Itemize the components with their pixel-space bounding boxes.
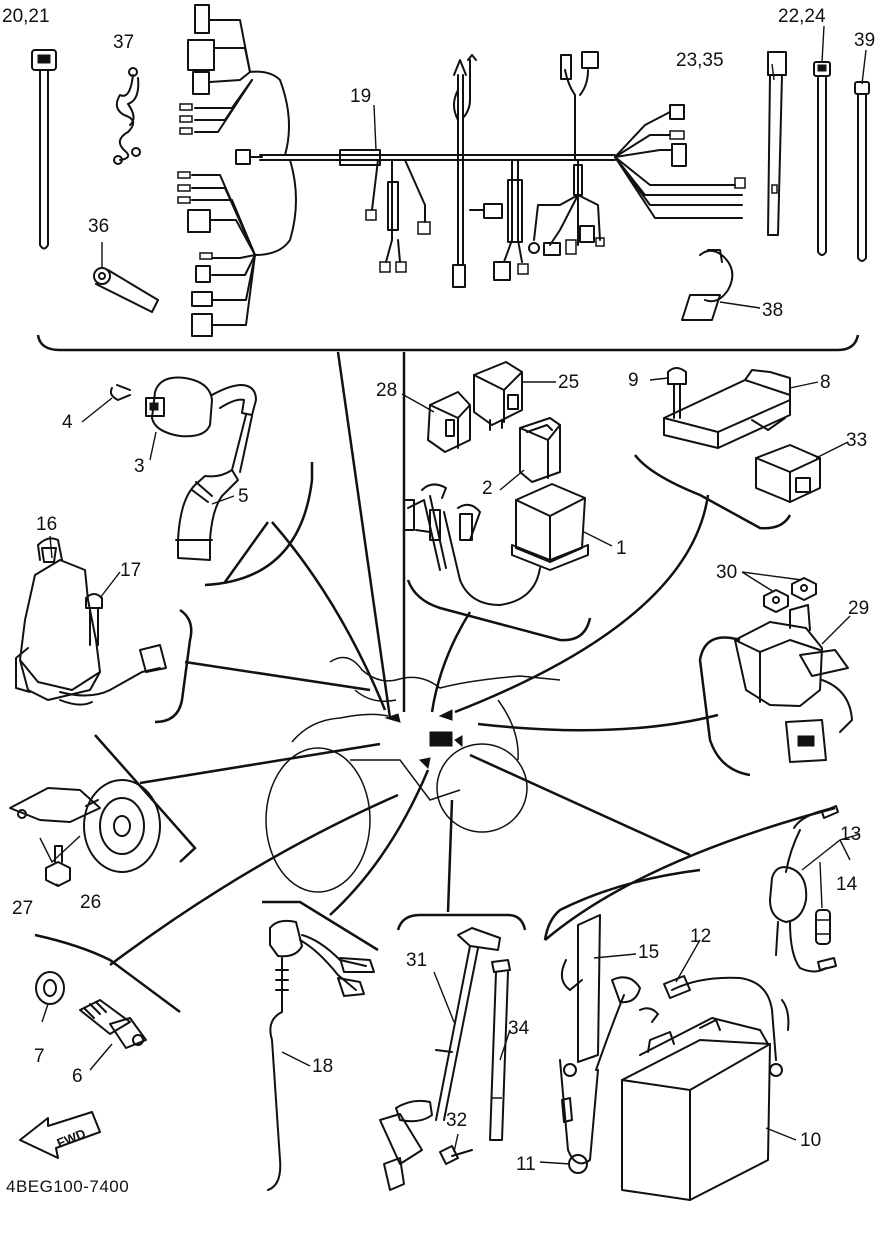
callout-19: 19 <box>350 86 371 107</box>
nuts-30 <box>763 577 817 613</box>
screw-32 <box>439 1145 473 1165</box>
callout-12: 12 <box>690 926 711 947</box>
callout-32: 32 <box>446 1110 467 1131</box>
callout-4: 4 <box>62 412 73 433</box>
top-panel <box>31 4 870 352</box>
callout-7: 7 <box>34 1046 45 1067</box>
cable-tie-20-21 <box>31 49 57 250</box>
fwd-arrow: FWD <box>19 1111 101 1159</box>
diagram-code: 4BEG100-7400 <box>6 1177 129 1196</box>
connector-2 <box>519 417 561 483</box>
wire-clamp-37 <box>113 67 141 165</box>
neutral-switch-6 <box>79 999 147 1049</box>
lead-lines <box>34 351 836 1014</box>
horn-26 <box>9 779 161 873</box>
battery-10 <box>621 1017 771 1201</box>
control-unit-1 <box>403 483 589 606</box>
callout-38: 38 <box>762 300 783 321</box>
fwd-label: FWD <box>55 1126 88 1151</box>
callout-8: 8 <box>820 372 831 393</box>
callout-6: 6 <box>72 1066 83 1087</box>
cable-tie-22-24 <box>813 61 831 256</box>
fuse-holder-13 <box>769 805 839 973</box>
fuse-14 <box>815 909 831 945</box>
callout-13: 13 <box>840 824 861 845</box>
callout-18: 18 <box>312 1056 333 1077</box>
cable-tie-34 <box>489 959 511 1141</box>
callout-22-24: 22,24 <box>778 6 826 27</box>
ground-plate-36 <box>93 267 159 313</box>
brake-cable-31 <box>379 927 501 1191</box>
rectifier-regulator-8 <box>663 369 791 449</box>
callout-leaders <box>39 25 867 1165</box>
callout-1: 1 <box>616 538 627 559</box>
starter-relay-29 <box>734 604 853 763</box>
relay-33 <box>755 444 821 503</box>
callout-3: 3 <box>134 456 145 477</box>
relay-28 <box>427 391 471 453</box>
positive-lead-12 <box>639 975 790 1077</box>
negative-lead-11 <box>559 976 641 1174</box>
callout-11: 11 <box>516 1154 536 1175</box>
callout-labels: 20,21 37 19 22,24 39 23,35 36 38 4 3 5 2… <box>2 6 875 1175</box>
callout-10: 10 <box>800 1130 821 1151</box>
callout-34: 34 <box>508 1018 530 1039</box>
callout-20-21: 20,21 <box>2 6 50 27</box>
cable-tie-39 <box>854 81 870 262</box>
callout-9: 9 <box>628 370 639 391</box>
band-23-35 <box>767 51 787 236</box>
callout-28: 28 <box>376 380 397 401</box>
callout-30: 30 <box>716 562 737 583</box>
bike-outline <box>265 656 561 893</box>
ignition-coil-3 <box>109 376 257 473</box>
clamp-bracket-38 <box>681 249 734 321</box>
callout-2: 2 <box>482 478 493 499</box>
callout-26: 26 <box>80 892 101 913</box>
wire-harness-19 <box>177 4 746 337</box>
bolt-9 <box>667 367 687 419</box>
spark-plug-cap-5 <box>175 469 239 561</box>
callout-31: 31 <box>406 950 427 971</box>
callout-16: 16 <box>36 514 57 535</box>
washer-7 <box>35 971 65 1005</box>
callout-29: 29 <box>848 598 869 619</box>
callout-25: 25 <box>558 372 579 393</box>
bolt-27 <box>45 845 71 887</box>
callout-39: 39 <box>854 30 875 51</box>
rear-brake-switch-18 <box>267 919 375 1191</box>
screw-17 <box>85 593 103 646</box>
battery-band-15 <box>560 914 601 1077</box>
callout-15: 15 <box>638 942 659 963</box>
callout-36: 36 <box>88 216 109 237</box>
callout-14: 14 <box>836 874 858 895</box>
callout-37: 37 <box>113 32 134 53</box>
callout-23-35: 23,35 <box>676 50 724 71</box>
callout-17: 17 <box>120 560 141 581</box>
callout-5: 5 <box>238 486 249 507</box>
relay-25 <box>473 361 523 431</box>
callout-33: 33 <box>846 430 867 451</box>
callout-27: 27 <box>12 898 33 919</box>
